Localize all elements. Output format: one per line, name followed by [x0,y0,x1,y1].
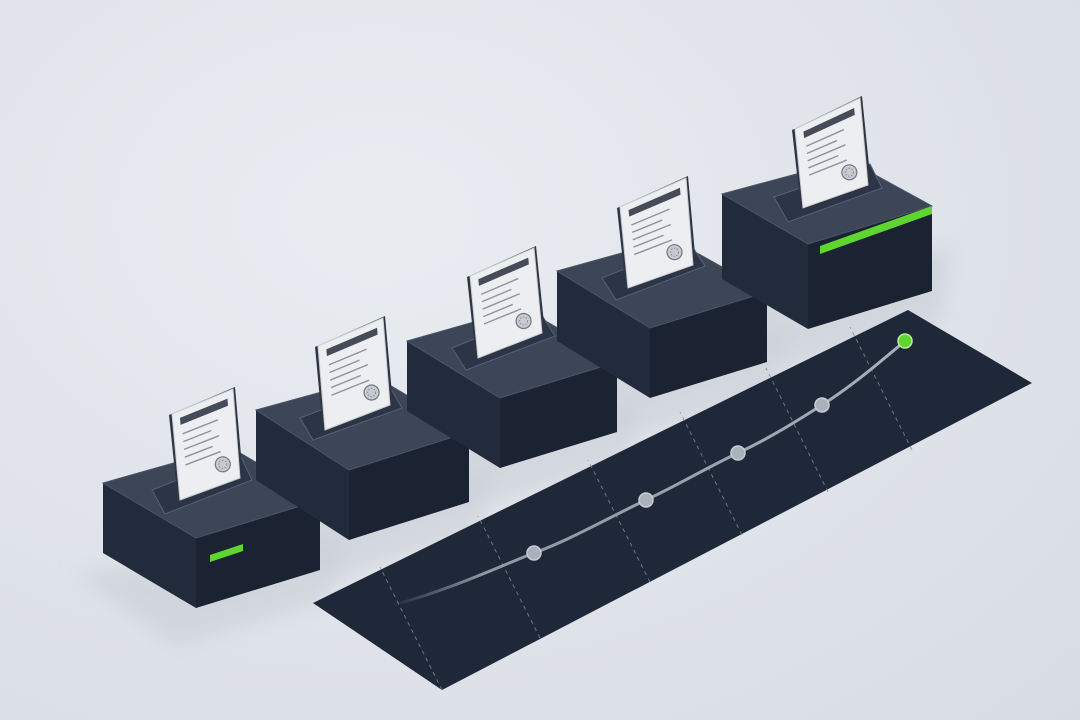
timeline-node-final [897,333,913,349]
seal-icon [363,384,380,401]
block-left-face [407,341,500,468]
seal-inner-ring [844,167,854,177]
timeline-dashes [379,326,913,691]
document-text-line [481,288,512,303]
document-text-line [806,139,838,155]
document-text-line [483,308,522,325]
timeline-nodes [526,333,913,561]
block-5 [720,96,934,329]
document-text-line [184,445,213,458]
document-header-bar [803,107,855,139]
block-left-face [557,271,650,398]
timeline-panel [313,310,1032,691]
timeline-surface [313,310,1032,690]
block-3 [405,246,619,468]
block-right-face [349,432,469,540]
timeline-divider [765,367,829,493]
document-text-line [631,219,663,234]
document-text-line [328,348,367,366]
document-text-line [329,359,360,374]
document-text-line [631,208,670,226]
seal-icon [515,312,532,330]
timeline-divider [587,459,651,583]
document-header-bar [628,187,681,217]
document-text-line [483,303,513,318]
seal-inner-ring [670,247,680,257]
timeline-node [638,492,654,508]
seal-inner-ring [519,316,529,326]
timeline-divider [379,566,443,691]
document-header-bar [478,257,529,286]
document-text-line [182,419,219,435]
green-status-tab [210,544,243,562]
seal-icon [214,456,231,473]
document-header-bar [326,327,378,357]
document-text-line [183,429,212,443]
timeline-divider [679,411,743,536]
timeline-node [730,445,746,461]
document-text-line [808,155,839,169]
certificate-document-icon [169,387,243,502]
block-right-face [500,362,617,468]
document-text-line [331,379,370,396]
block-right-face [650,292,767,398]
timeline-node [526,545,542,561]
document-text-line [805,128,845,147]
timeline-divider [477,515,541,639]
document-text-line [632,223,672,241]
timeline-divider [849,326,913,451]
document-text-line [183,435,220,451]
document-text-line [807,144,846,162]
document-text-line [808,159,848,176]
block-2 [254,316,471,540]
block-left-face [722,194,808,329]
certificate-document-icon [315,316,393,432]
blocks-row [101,96,934,608]
block-right-face [808,206,932,329]
document-header-bar [179,398,229,425]
seal-icon [841,164,858,181]
certificate-document-icon [617,176,696,290]
document-text-line [185,450,221,466]
document-paper [794,97,869,209]
timeline-node [814,397,830,413]
seal-inner-ring [367,388,377,398]
document-text-line [633,234,664,248]
certificate-document-icon [792,96,871,210]
document-paper [619,177,694,289]
document-text-line [480,277,519,295]
seal-inner-ring [218,459,228,469]
document-text-line [329,363,369,381]
document-text-line [482,293,520,310]
block-right-face [196,500,320,608]
block-4 [555,176,769,398]
timeline-curve [389,339,906,608]
document-text-line [633,239,673,256]
green-status-tab [820,206,932,254]
block-left-face [256,410,349,540]
seal-icon [666,244,683,261]
block-left-face [103,483,196,608]
document-text-line [330,374,362,389]
certificate-document-icon [467,246,545,360]
